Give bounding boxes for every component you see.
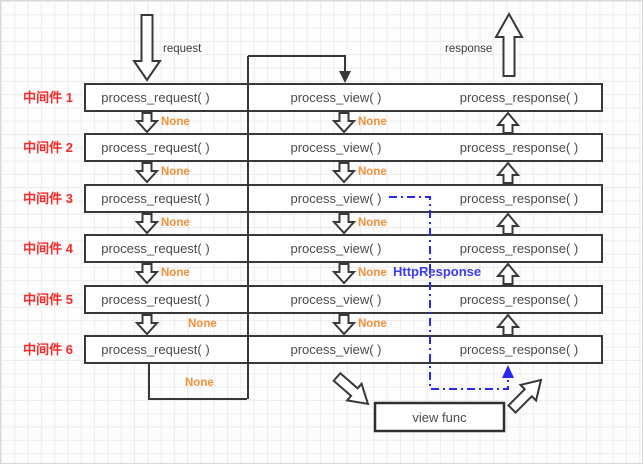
middleware-label-3: 中间件 3 xyxy=(23,191,73,206)
middleware-label-5: 中间件 5 xyxy=(23,292,73,307)
process-view-label: process_view( ) xyxy=(290,140,382,155)
none-label: None xyxy=(358,267,387,279)
gap1-view-down-arrow-icon xyxy=(333,112,355,133)
none-label: None xyxy=(358,318,387,330)
process-request-label: process_request( ) xyxy=(101,292,210,307)
gap2-response-up-arrow-icon xyxy=(497,162,519,184)
process-response-label: process_response( ) xyxy=(459,342,579,357)
gap1-request-down-arrow-icon xyxy=(136,112,158,133)
none-label: None xyxy=(161,267,190,279)
process-response-label: process_response( ) xyxy=(459,292,579,307)
gap3-request-down-arrow-icon xyxy=(136,213,158,234)
middleware-row-box-1 xyxy=(84,83,603,112)
none-label: None xyxy=(358,217,387,229)
gap1-response-up-arrow-icon xyxy=(497,112,519,134)
middleware-row-box-3 xyxy=(84,184,603,213)
process-view-label: process_view( ) xyxy=(290,191,382,206)
gap4-view-down-arrow-icon xyxy=(333,263,355,284)
gap3-response-up-arrow-icon xyxy=(497,213,519,235)
request-label: request xyxy=(163,43,202,55)
response-arrow-icon xyxy=(494,11,524,77)
none-label: None xyxy=(161,166,190,178)
to-view-func-arrow-icon xyxy=(332,371,370,406)
gap4-response-up-arrow-icon xyxy=(497,263,519,285)
none-label: None xyxy=(358,166,387,178)
middleware-row-box-4 xyxy=(84,234,603,263)
response-label: response xyxy=(445,43,493,55)
middleware-label-4: 中间件 4 xyxy=(23,241,73,256)
process-response-label: process_response( ) xyxy=(459,191,579,206)
request-to-view-connector-line xyxy=(248,55,346,73)
process-response-label: process_response( ) xyxy=(459,140,579,155)
process-request-label: process_request( ) xyxy=(101,191,210,206)
process-request-label: process_request( ) xyxy=(101,342,210,357)
none-label: None xyxy=(161,217,190,229)
middleware-label-1: 中间件 1 xyxy=(23,90,73,105)
from-view-func-arrow-icon xyxy=(507,378,543,414)
process-view-label: process_view( ) xyxy=(290,90,382,105)
none-label: None xyxy=(358,116,387,128)
middleware-label-2: 中间件 2 xyxy=(23,140,73,155)
request-arrow-icon xyxy=(132,14,162,82)
process-view-label: process_view( ) xyxy=(290,292,382,307)
process-response-label: process_response( ) xyxy=(459,90,579,105)
none-label: None xyxy=(185,377,214,389)
bottom-u-connector-line xyxy=(148,363,247,400)
none-label: None xyxy=(188,318,217,330)
middleware-label-6: 中间件 6 xyxy=(23,342,73,357)
gap5-view-down-arrow-icon xyxy=(333,314,355,335)
http-response-arrowhead-icon xyxy=(502,365,514,378)
gap5-request-down-arrow-icon xyxy=(136,314,158,335)
http-response-label: HttpResponse xyxy=(393,264,482,279)
process-request-label: process_request( ) xyxy=(101,90,210,105)
middleware-row-box-2 xyxy=(84,133,603,162)
request-to-view-arrowhead-icon xyxy=(339,71,351,83)
none-label: None xyxy=(161,116,190,128)
view-func-label: view func xyxy=(412,410,467,425)
process-view-label: process_view( ) xyxy=(290,342,382,357)
gap2-view-down-arrow-icon xyxy=(333,162,355,183)
gap5-response-up-arrow-icon xyxy=(497,314,519,336)
middleware-row-box-5 xyxy=(84,285,603,314)
process-request-label: process_request( ) xyxy=(101,140,210,155)
gap4-request-down-arrow-icon xyxy=(136,263,158,284)
middleware-row-box-6 xyxy=(84,335,603,364)
view-func-box xyxy=(373,401,506,433)
gap2-request-down-arrow-icon xyxy=(136,162,158,183)
process-response-label: process_response( ) xyxy=(459,241,579,256)
process-request-label: process_request( ) xyxy=(101,241,210,256)
process-view-label: process_view( ) xyxy=(290,241,382,256)
gap3-view-down-arrow-icon xyxy=(333,213,355,234)
